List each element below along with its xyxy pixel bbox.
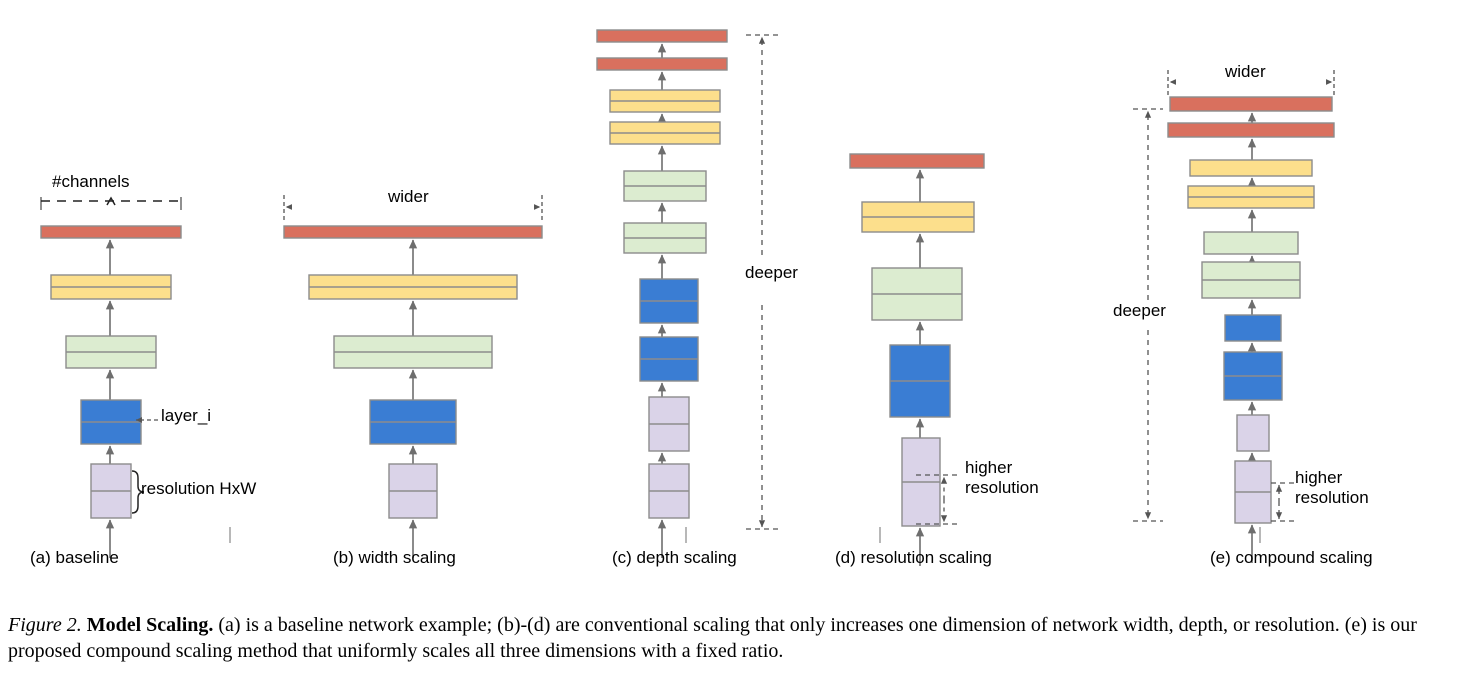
- resolution-brace: [131, 470, 145, 514]
- figure-caption-text: (a) is a baseline network example; (b)-(…: [8, 614, 1417, 663]
- block-red: [40, 225, 182, 239]
- higher-resolution-text-d: higher resolution: [965, 458, 1039, 498]
- channels-label: #channels: [52, 172, 130, 191]
- figure-title: Model Scaling.: [86, 614, 214, 636]
- deeper-label-e: deeper: [1113, 301, 1166, 320]
- block-red-2: [596, 57, 728, 71]
- resolution-label: resolution HxW: [141, 479, 257, 498]
- panel-label-e: (e) compound scaling: [1210, 548, 1373, 567]
- higher-resolution-label-d: higher resolution: [965, 458, 1039, 498]
- panel-label-a: (a) baseline: [30, 548, 119, 567]
- block-resolution-1: [1236, 414, 1270, 452]
- wider-label-e: wider: [1225, 62, 1266, 81]
- panel-label-b: (b) width scaling: [333, 548, 456, 567]
- higher-resolution-text-e: higher resolution: [1295, 468, 1369, 508]
- block-red-1: [1169, 96, 1333, 112]
- panel-label-c: (c) depth scaling: [612, 548, 737, 567]
- block-green-1: [1203, 231, 1299, 255]
- figure-number: Figure 2.: [8, 614, 82, 636]
- deeper-label-c: deeper: [745, 263, 798, 282]
- panel-label-d: (d) resolution scaling: [835, 548, 992, 567]
- figure-caption: Figure 2. Model Scaling. (a) is a baseli…: [8, 612, 1470, 665]
- model-scaling-diagram: [40, 29, 1335, 566]
- block-red-1: [596, 29, 728, 43]
- channels-bracket-arrow-up: [106, 196, 116, 206]
- block-red: [283, 225, 543, 239]
- wider-label-b: wider: [388, 187, 429, 206]
- block-red-2: [1167, 122, 1335, 138]
- block-red: [849, 153, 985, 169]
- block-layer-i-1: [1224, 314, 1282, 342]
- layer-i-label: layer_i: [161, 406, 212, 425]
- higher-resolution-label-e: higher resolution: [1295, 468, 1369, 508]
- block-yellow-1: [1189, 159, 1313, 177]
